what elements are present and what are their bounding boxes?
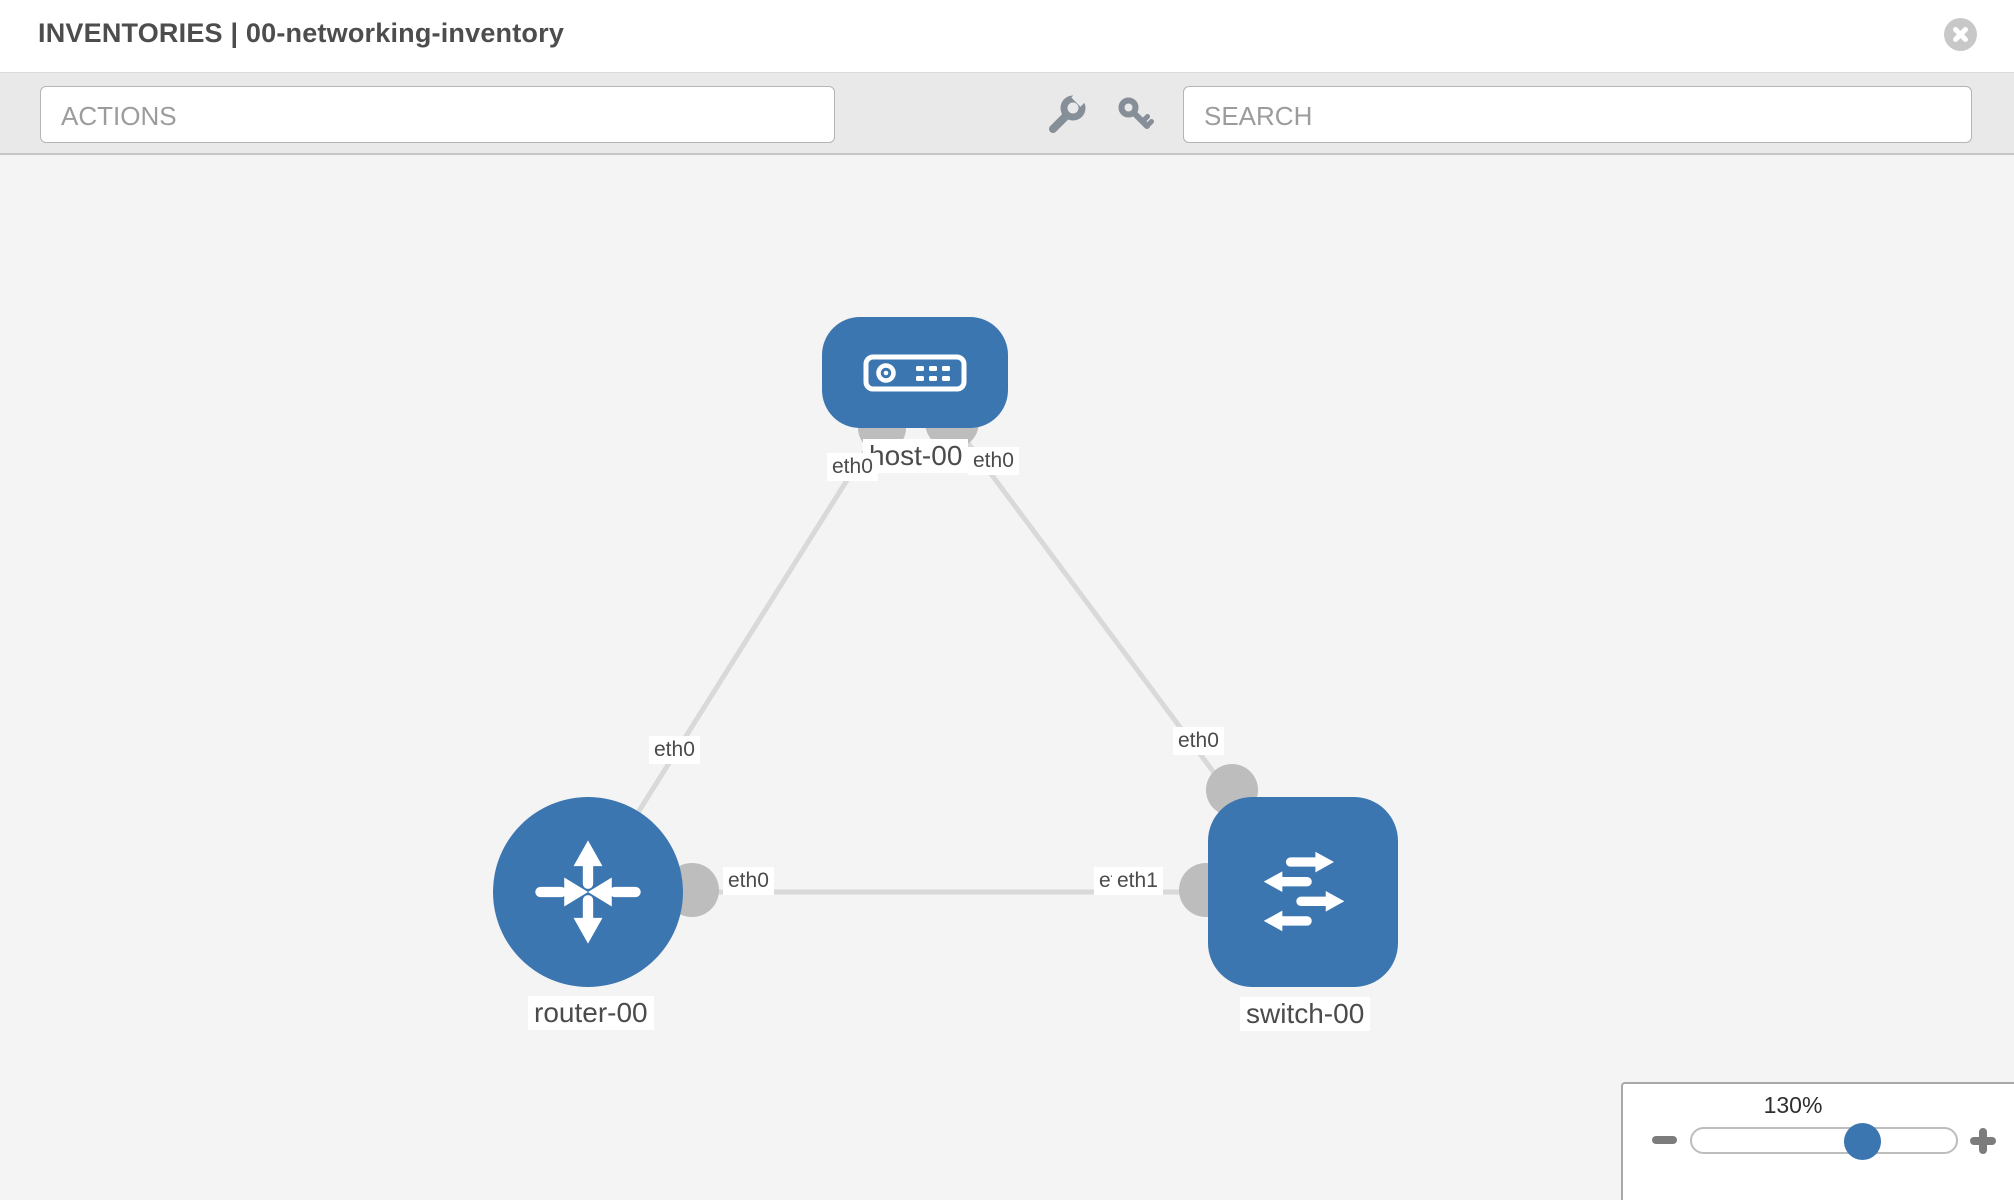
header: INVENTORIES | 00-networking-inventory — [0, 0, 2014, 72]
node-switch-00[interactable] — [1208, 797, 1398, 987]
search-placeholder: SEARCH — [1204, 101, 1313, 131]
zoom-in-plus-icon[interactable] — [1970, 1128, 1996, 1154]
zoom-out-minus-icon[interactable] — [1652, 1136, 1677, 1144]
plus-icon-bar — [1979, 1128, 1987, 1154]
interface-label: eth0 — [723, 867, 774, 895]
node-label-host-00: host-00 — [863, 439, 969, 473]
zoom-control-panel: 130% — [1621, 1082, 2014, 1200]
server-icon — [863, 354, 967, 391]
toolbar: ACTIONS SEARCH — [0, 72, 2014, 155]
interface-label: eth0 — [827, 453, 878, 481]
interface-label: eth0 — [968, 447, 1019, 475]
close-icon[interactable] — [1944, 18, 1977, 51]
actions-dropdown[interactable]: ACTIONS — [40, 86, 835, 143]
search-dropdown[interactable]: SEARCH — [1183, 86, 1972, 143]
switch-arrows-icon — [1263, 851, 1345, 932]
links-layer — [585, 370, 1306, 917]
wrench-icon[interactable] — [1046, 95, 1086, 135]
page-title: INVENTORIES | 00-networking-inventory — [38, 18, 565, 48]
node-router-00[interactable] — [493, 797, 683, 987]
actions-dropdown-label: ACTIONS — [61, 101, 177, 131]
node-host-00[interactable] — [822, 317, 1008, 428]
node-label-router-00: router-00 — [528, 996, 654, 1030]
zoom-slider-thumb[interactable] — [1844, 1123, 1881, 1160]
key-icon[interactable] — [1116, 95, 1156, 135]
zoom-level-value: 130% — [1763, 1092, 1823, 1118]
router-arrows-icon — [535, 840, 641, 944]
interface-label: eth0 — [1173, 727, 1224, 755]
node-label-switch-00: switch-00 — [1240, 997, 1371, 1031]
interface-label: eth0 — [649, 736, 700, 764]
zoom-slider-track[interactable] — [1690, 1127, 1958, 1154]
topology-canvas[interactable]: host-00 router-00 switch-00 eth0 eth0 et… — [0, 155, 2014, 1200]
interface-label: eth1 — [1112, 867, 1163, 895]
